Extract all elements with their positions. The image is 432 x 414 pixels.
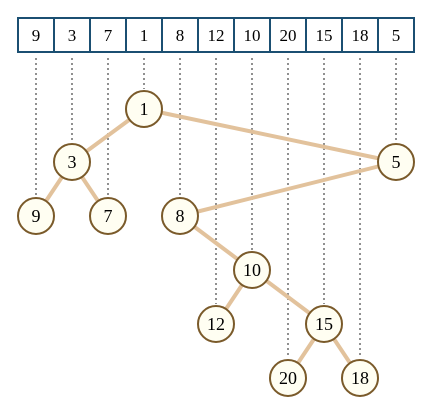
array-cell: 20 bbox=[269, 17, 307, 53]
tree-node-label: 9 bbox=[32, 206, 41, 226]
tree-nodes: 1 3 5 9 7 8 10 12 15 20 18 bbox=[17, 90, 415, 397]
tree-node-circle bbox=[89, 197, 127, 235]
tree-node: 5 bbox=[377, 143, 415, 181]
array-cell-box bbox=[233, 17, 271, 53]
array-cell: 5 bbox=[377, 17, 415, 53]
tree-node-label: 12 bbox=[207, 314, 225, 334]
array-cell-box bbox=[161, 17, 199, 53]
guide-lines bbox=[35, 58, 397, 358]
tree-node-label: 3 bbox=[68, 152, 77, 172]
tree-node-circle bbox=[197, 305, 235, 343]
tree-node-circle bbox=[233, 251, 271, 289]
array-cell: 3 bbox=[53, 17, 91, 53]
tree-node-circle bbox=[53, 143, 91, 181]
tree-edge bbox=[142, 107, 398, 164]
array-cell-value: 12 bbox=[208, 26, 225, 45]
array-cell-value: 1 bbox=[140, 26, 149, 45]
tree-node: 8 bbox=[161, 197, 199, 235]
tree-edge bbox=[178, 160, 398, 218]
array-cell-value: 3 bbox=[68, 26, 77, 45]
tree-node-label: 8 bbox=[176, 206, 185, 226]
tree-node: 18 bbox=[341, 359, 379, 397]
array-cell-value: 15 bbox=[316, 26, 333, 45]
array-cell-box bbox=[305, 17, 343, 53]
array-cell-value: 9 bbox=[32, 26, 41, 45]
array-cell-value: 5 bbox=[392, 26, 401, 45]
array-cell: 1 bbox=[125, 17, 163, 53]
array-cell-value: 20 bbox=[280, 26, 297, 45]
tree-node-label: 15 bbox=[315, 314, 333, 334]
array-cell: 15 bbox=[305, 17, 343, 53]
tree-node: 12 bbox=[197, 305, 235, 343]
array-cell-value: 8 bbox=[176, 26, 185, 45]
tree-node-circle bbox=[125, 90, 163, 128]
tree-node: 9 bbox=[17, 197, 55, 235]
tree-node: 20 bbox=[269, 359, 307, 397]
tree-node: 10 bbox=[233, 251, 271, 289]
tree-node: 1 bbox=[125, 90, 163, 128]
tree-node-label: 5 bbox=[392, 152, 401, 172]
tree-node: 7 bbox=[89, 197, 127, 235]
array-cell-value: 10 bbox=[244, 26, 261, 45]
tree-node: 15 bbox=[305, 305, 343, 343]
tree-node-label: 20 bbox=[279, 368, 297, 388]
array-cell-value: 18 bbox=[352, 26, 369, 45]
tree-node-label: 1 bbox=[140, 99, 149, 119]
tree-node-circle bbox=[269, 359, 307, 397]
tree-node-circle bbox=[377, 143, 415, 181]
array-cell-value: 7 bbox=[104, 26, 113, 45]
array-cell: 7 bbox=[89, 17, 127, 53]
array-cell: 9 bbox=[17, 17, 55, 53]
array-cell-box bbox=[269, 17, 307, 53]
tree-node-label: 18 bbox=[351, 368, 369, 388]
array-cell-box bbox=[377, 17, 415, 53]
tree-node: 3 bbox=[53, 143, 91, 181]
array-cell-box bbox=[89, 17, 127, 53]
array-cell: 10 bbox=[233, 17, 271, 53]
tree-node-circle bbox=[341, 359, 379, 397]
array-cell: 18 bbox=[341, 17, 379, 53]
tree-node-circle bbox=[161, 197, 199, 235]
array-cell-box bbox=[125, 17, 163, 53]
array-cell-box bbox=[53, 17, 91, 53]
tree-node-label: 7 bbox=[104, 206, 113, 226]
tree-node-circle bbox=[17, 197, 55, 235]
tree-node-circle bbox=[305, 305, 343, 343]
array-cell: 8 bbox=[161, 17, 199, 53]
array-cell: 12 bbox=[197, 17, 235, 53]
tree-node-label: 10 bbox=[243, 260, 261, 280]
